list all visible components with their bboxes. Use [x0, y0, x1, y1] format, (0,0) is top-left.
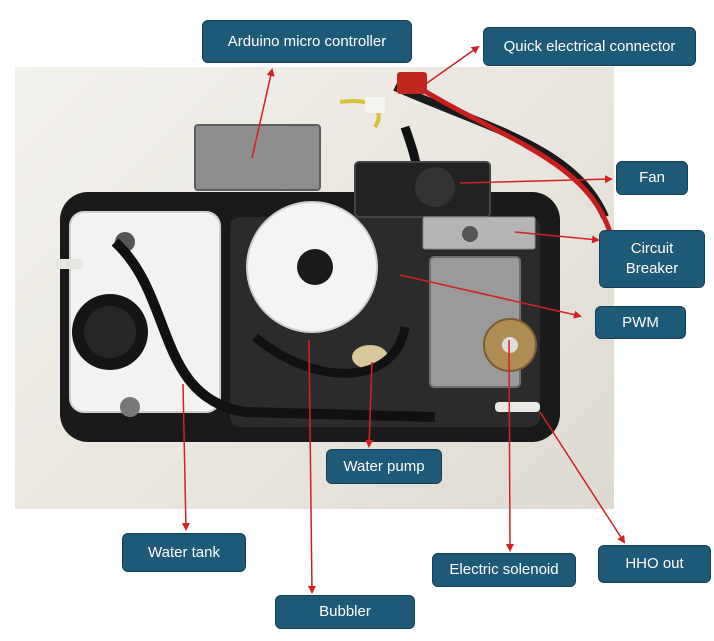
tank-fitting-bottom: [120, 397, 140, 417]
device-illustration: [55, 72, 613, 442]
breaker-knob: [462, 226, 478, 242]
bubbler-cap: [297, 249, 333, 285]
hho-out-fitting: [495, 402, 540, 412]
device-photo: [15, 67, 614, 509]
fan-hub: [415, 167, 455, 207]
red-connector: [397, 72, 427, 94]
cable-black: [393, 83, 609, 219]
white-connector: [365, 97, 385, 113]
water-tank-label: Water tank: [148, 543, 220, 561]
hho-out-label: HHO out: [625, 555, 684, 572]
hho-out-callout: HHO out: [598, 545, 711, 583]
pwm-label: PWM: [622, 313, 659, 331]
hose-main: [111, 238, 436, 422]
fan-callout: Fan: [616, 161, 688, 195]
water-pump-callout: Water pump: [326, 449, 442, 484]
bubbler-label: Bubbler: [319, 603, 371, 620]
quick-connector-label: Quick electrical connector: [503, 37, 676, 55]
circuit-breaker-callout: Circuit Breaker: [599, 230, 705, 288]
bubbler-callout: Bubbler: [275, 595, 415, 629]
arduino-label: Arduino micro controller: [227, 32, 387, 50]
tank-cap-inner: [84, 306, 136, 358]
electric-solenoid-callout: Electric solenoid: [432, 553, 576, 587]
cable-red: [408, 79, 613, 233]
water-pump-label: Water pump: [343, 457, 425, 475]
water-tank-callout: Water tank: [122, 533, 246, 572]
tank-fitting: [55, 259, 83, 269]
pwm-callout: PWM: [595, 306, 686, 339]
arduino-callout: Arduino micro controller: [202, 20, 412, 63]
solenoid-center: [502, 337, 518, 353]
hose-loop: [252, 326, 410, 378]
electric-solenoid-label: Electric solenoid: [449, 561, 559, 578]
arduino-box: [194, 124, 321, 191]
fan-label: Fan: [639, 169, 665, 186]
circuit-breaker-plate: [422, 216, 536, 250]
quick-connector-callout: Quick electrical connector: [483, 27, 696, 66]
circuit-breaker-label: Circuit Breaker: [625, 240, 679, 277]
